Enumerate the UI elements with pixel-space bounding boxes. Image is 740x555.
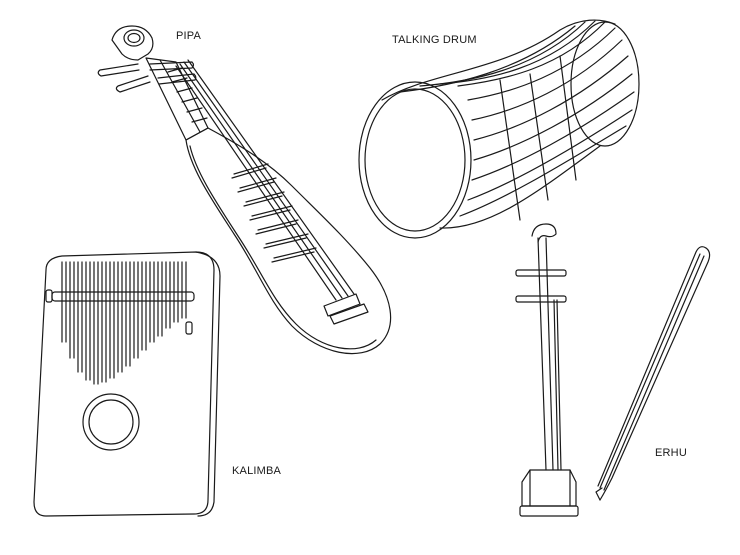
erhu-label: ERHU bbox=[655, 447, 687, 459]
kalimba-label: KALIMBA bbox=[232, 465, 282, 477]
talking-drum-label: TALKING DRUM bbox=[392, 34, 477, 46]
erhu-illustration bbox=[515, 223, 579, 517]
pipa-label: PIPA bbox=[176, 30, 202, 42]
pipa-illustration bbox=[97, 25, 392, 355]
kalimba-illustration bbox=[33, 251, 221, 517]
talking-drum-illustration bbox=[358, 19, 640, 239]
erhu-bow-illustration bbox=[595, 246, 711, 501]
